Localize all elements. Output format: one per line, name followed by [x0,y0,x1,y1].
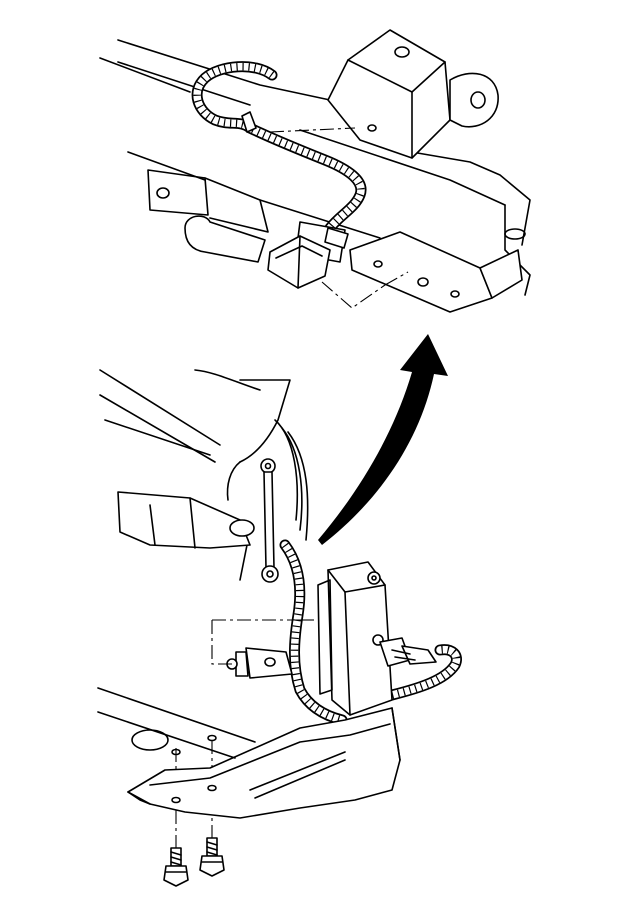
detail-sensor-bracket [349,231,523,313]
assembly-frame-rail [97,687,256,804]
detail-cross-member [127,151,269,263]
assembly-view [97,369,462,887]
assembly-control-arm [117,491,255,549]
height-sensor [317,561,393,716]
detail-electrical-connector [267,221,349,289]
detail-alignment-lines [269,127,409,309]
detail-wiring-harness [191,61,367,234]
mounting-bolt-left [163,847,189,887]
sensor-link-rod [260,458,279,583]
assembly-wiring-harness [279,539,462,726]
detail-mount-block [327,29,499,159]
sensor-mounting-bracket [127,707,401,819]
detail-view [99,29,531,313]
detail-callout-arrow [318,334,448,545]
mounting-bolt-right [199,837,225,877]
sensor-arm-ball-stud [226,647,293,679]
assembly-body-panels [99,369,309,581]
sensor-connector [379,637,437,667]
